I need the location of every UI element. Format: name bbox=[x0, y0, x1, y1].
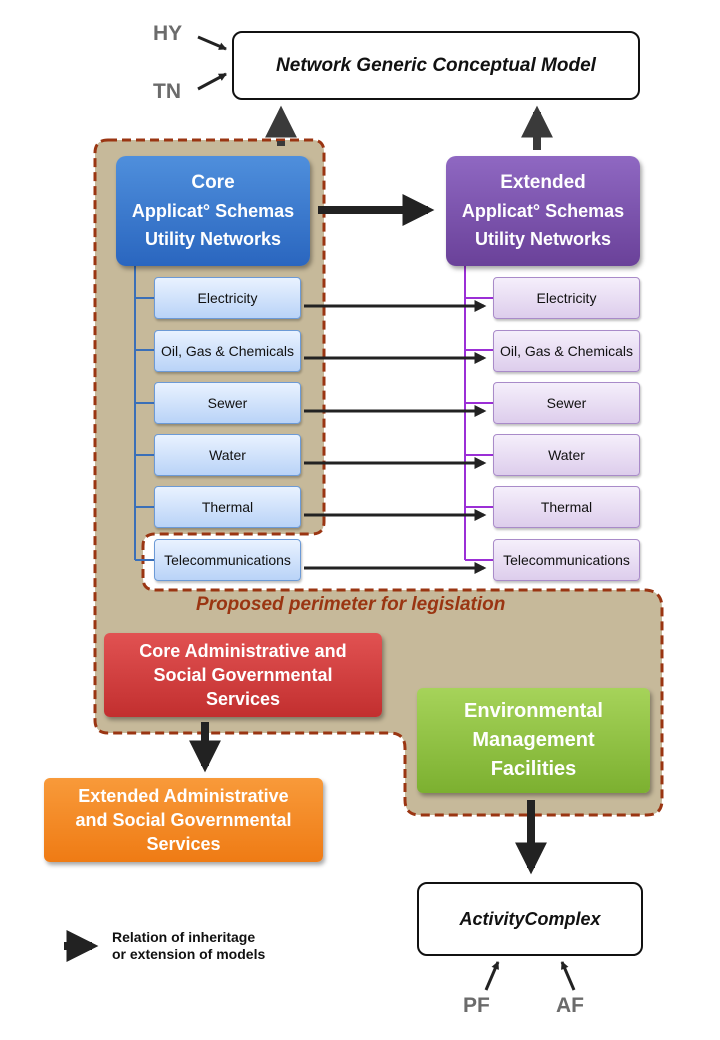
core-schemas-line3: Utility Networks bbox=[144, 229, 282, 249]
env-facilities-line3: Facilities bbox=[490, 758, 577, 780]
af-input-arrow bbox=[560, 961, 576, 991]
hy-label: HY bbox=[153, 22, 183, 45]
pf-label: PF bbox=[463, 994, 490, 1017]
env-facilities-line1: Environmental bbox=[464, 700, 603, 722]
core-subitem-electricity: Electricity bbox=[154, 277, 301, 319]
extended-admin-line1: Extended Administrative bbox=[78, 786, 289, 806]
pf-input-arrow bbox=[484, 961, 500, 991]
extended-subitem-thermal: Thermal bbox=[493, 486, 640, 528]
af-label: AF bbox=[556, 994, 584, 1017]
core-schemas-line2: Applicat° Schemas bbox=[131, 201, 295, 221]
legend-line2: or extension of models bbox=[112, 946, 266, 962]
core-subitem-water: Water bbox=[154, 434, 301, 476]
subitem-extension-arrows bbox=[304, 300, 487, 574]
core-subitem-oil-gas-chemicals: Oil, Gas & Chemicals bbox=[154, 330, 301, 372]
core-admin-line3: Services bbox=[205, 689, 281, 709]
extended-subitem-electricity: Electricity bbox=[493, 277, 640, 319]
extended-schemas-line3: Utility Networks bbox=[474, 229, 612, 249]
core-subitem-sewer: Sewer bbox=[154, 382, 301, 424]
core-admin-box: Core Administrative and Social Governmen… bbox=[104, 633, 382, 717]
core-admin-line1: Core Administrative and bbox=[139, 641, 347, 661]
core-admin-line2: Social Governmental bbox=[153, 665, 333, 685]
activity-complex-box: ActivityComplex bbox=[417, 882, 643, 956]
activity-complex-label: ActivityComplex bbox=[459, 908, 601, 929]
extended-admin-line2: and Social Governmental bbox=[75, 810, 292, 830]
extended-schemas-line2: Applicat° Schemas bbox=[461, 201, 625, 221]
hy-input-arrow bbox=[197, 35, 227, 51]
extended-admin-line3: Services bbox=[146, 834, 221, 854]
generic-model-box: Network Generic Conceptual Model bbox=[232, 31, 640, 100]
generic-model-label: Network Generic Conceptual Model bbox=[276, 54, 596, 76]
core-subitem-connector bbox=[134, 266, 154, 561]
core-schemas-box: Core Applicat° Schemas Utility Networks bbox=[116, 156, 310, 266]
core-subitem-thermal: Thermal bbox=[154, 486, 301, 528]
perimeter-label: Proposed perimeter for legislation bbox=[196, 594, 506, 615]
extended-subitem-connector bbox=[464, 266, 493, 561]
core-subitem-telecommunications: Telecommunications bbox=[154, 539, 301, 581]
legend: Relation of inheritage or extension of m… bbox=[112, 929, 265, 963]
legend-line1: Relation of inheritage bbox=[112, 929, 256, 945]
extended-schemas-title: Extended bbox=[500, 172, 586, 193]
extended-subitem-sewer: Sewer bbox=[493, 382, 640, 424]
tn-input-arrow bbox=[197, 72, 227, 91]
tn-label: TN bbox=[153, 80, 181, 103]
extended-admin-box: Extended Administrative and Social Gover… bbox=[44, 778, 323, 862]
extended-subitem-telecommunications: Telecommunications bbox=[493, 539, 640, 581]
env-facilities-box: Environmental Management Facilities bbox=[417, 688, 650, 793]
env-facilities-line2: Management bbox=[472, 729, 595, 751]
extended-subitem-water: Water bbox=[493, 434, 640, 476]
extended-schemas-box: Extended Applicat° Schemas Utility Netwo… bbox=[446, 156, 640, 266]
extended-subitem-oil-gas-chemicals: Oil, Gas & Chemicals bbox=[493, 330, 640, 372]
core-schemas-title: Core bbox=[191, 172, 235, 193]
